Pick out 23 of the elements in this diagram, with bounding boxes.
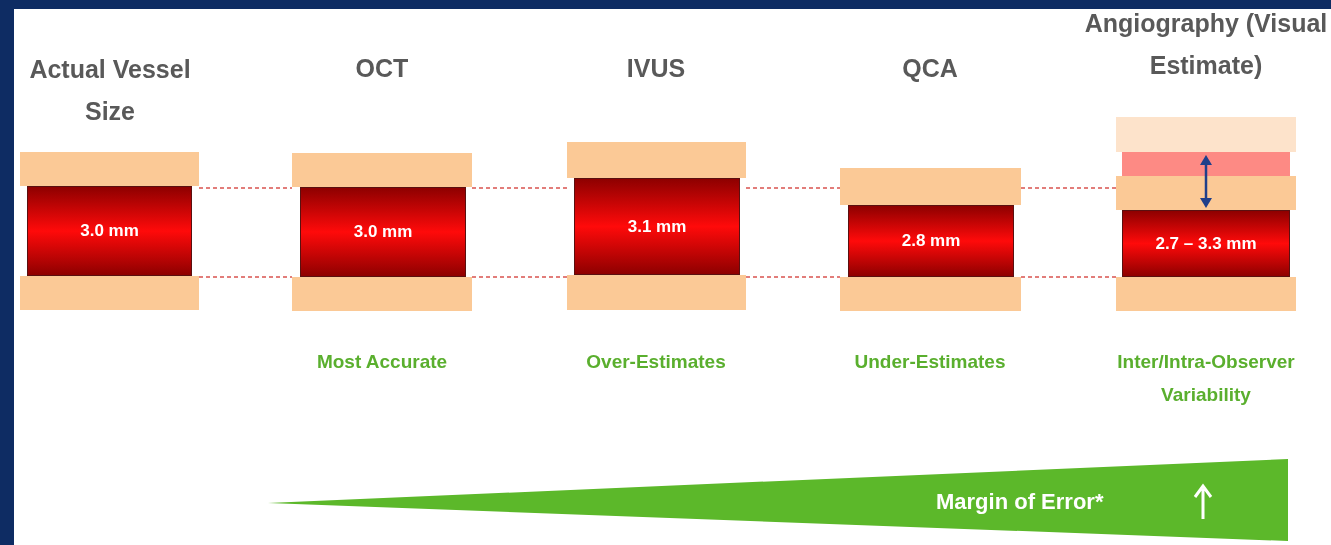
column-heading: Actual Vessel Size xyxy=(28,54,192,127)
reference-line xyxy=(471,187,568,189)
diameter-label: 2.8 mm xyxy=(901,231,961,251)
reference-line xyxy=(1020,187,1117,189)
reference-line xyxy=(198,187,293,189)
column-heading: QCA xyxy=(901,53,959,84)
reference-line xyxy=(471,276,568,278)
reference-line xyxy=(745,187,841,189)
diameter-label: 2.7 – 3.3 mm xyxy=(1155,233,1257,254)
reference-line xyxy=(1020,276,1117,278)
reference-line xyxy=(745,276,841,278)
accuracy-note: Inter/Intra-Observer Variability xyxy=(1116,350,1296,407)
diameter-label: 3.1 mm xyxy=(627,216,687,237)
diameter-label: 3.0 mm xyxy=(80,221,139,241)
accuracy-note: Under-Estimates xyxy=(853,350,1007,374)
accuracy-note: Most Accurate xyxy=(315,350,449,374)
accuracy-note: Over-Estimates xyxy=(585,350,727,374)
column-heading: OCT xyxy=(354,53,410,84)
wedge-label: Margin of Error* xyxy=(936,489,1104,515)
diameter-label: 3.0 mm xyxy=(353,222,413,242)
column-heading: Angiography (Visual Estimate) xyxy=(1083,8,1329,81)
reference-line xyxy=(198,276,293,278)
column-heading: IVUS xyxy=(625,53,687,84)
